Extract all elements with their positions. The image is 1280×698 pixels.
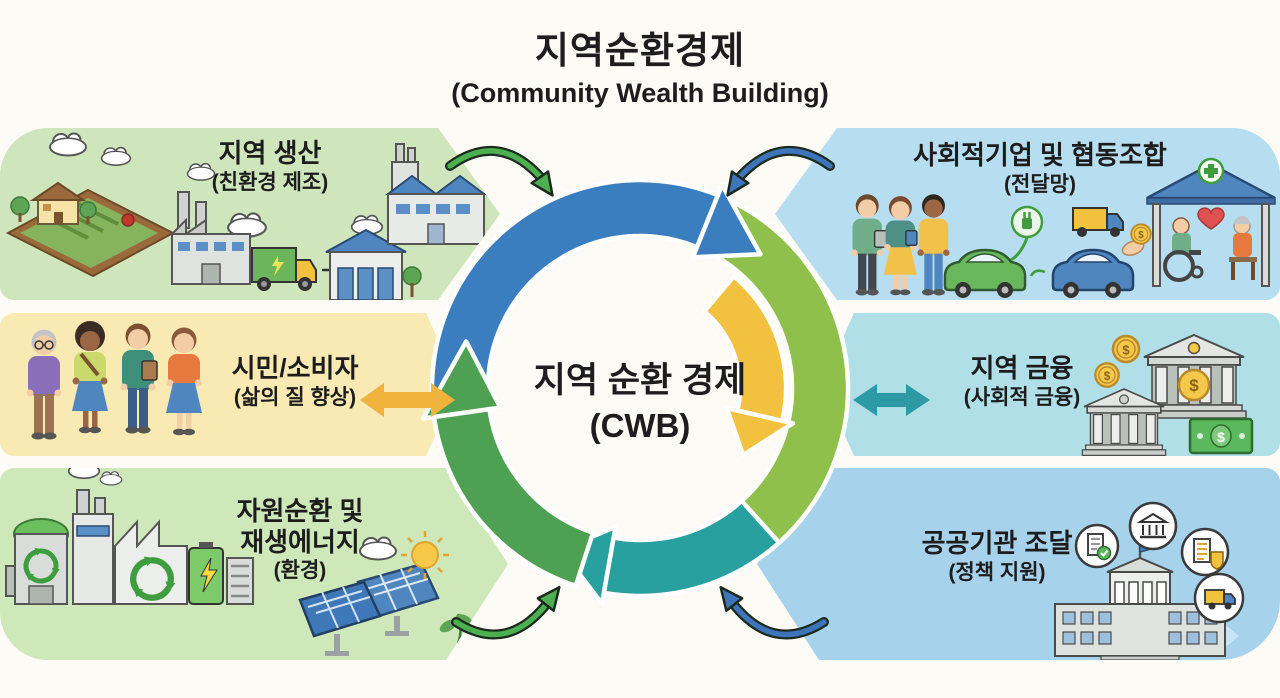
svg-text:$: $ (1189, 376, 1199, 395)
factory-icon (169, 162, 251, 285)
leaves-icon (439, 613, 473, 649)
local-finance-illustration: $ $ (1081, 334, 1254, 456)
local-production-label: 지역 생산 (218, 138, 322, 168)
resources-sublabel: (환경) (273, 559, 327, 583)
procurement-heading: 공공기관 조달 (정책 지원) (852, 528, 1142, 585)
panel-resource-circulation: 자원순환 및 재생에너지 (환경) (0, 468, 508, 660)
local-production-heading: 지역 생산 (친환경 제조) (120, 138, 420, 195)
resources-label-line2: 재생에너지 (240, 526, 360, 557)
care-station-icon (1146, 157, 1276, 287)
social-enterprise-illustration (851, 157, 1276, 298)
local-finance-label: 지역 금융 (970, 353, 1074, 383)
procurement-sublabel: (정책 지원) (948, 560, 1046, 584)
resources-heading: 자원순환 및 재생에너지 (환경) (170, 496, 430, 584)
cloud-icon (49, 132, 87, 157)
institution-bubble-icon (1128, 501, 1178, 551)
banknote-icon: $ (1188, 417, 1254, 455)
panel-local-finance: $ $ 지역 금융 (사회적 금융) (822, 313, 1280, 456)
person-woman-icon (72, 321, 108, 434)
coop-members-icon (851, 194, 950, 296)
panel-citizens-consumers: 시민/소비자 (삶의 질 향상) (0, 313, 458, 456)
svg-text:$: $ (1217, 429, 1225, 445)
bank-large-icon: $ (1141, 334, 1247, 419)
center-cycle-label: 지역 순환 경제 (CWB) (515, 352, 765, 445)
diagram-title: 지역순환경제 (Community Wealth Building) (0, 20, 1280, 109)
farm-icon (5, 181, 176, 278)
procurement-label: 공공기관 조달 (921, 528, 1073, 558)
center-subtitle: (CWB) (589, 407, 691, 444)
recycling-plant-icon (5, 468, 254, 605)
social-enterprise-label: 사회적기업 및 협동조합 (913, 140, 1167, 170)
panel-local-production: 지역 생산 (친환경 제조) (0, 128, 500, 300)
local-finance-heading: 지역 금융 (사회적 금융) (892, 353, 1152, 410)
solar-panels-icon (298, 562, 440, 656)
warehouse-icon (325, 228, 422, 300)
document-check-bubble-icon (1074, 523, 1120, 569)
citizens-heading: 시민/소비자 (삶의 질 향상) (165, 353, 425, 410)
truck-bubble-icon (1193, 572, 1245, 624)
social-enterprise-heading: 사회적기업 및 협동조합 (전달망) (830, 140, 1250, 197)
center-title: 지역 순환 경제 (533, 361, 747, 400)
blue-car-icon (1029, 248, 1135, 298)
elderly-person-icon (1229, 216, 1257, 280)
government-building-icon (1054, 539, 1226, 660)
local-finance-sublabel: (사회적 금융) (963, 385, 1081, 409)
heart-icon (1197, 207, 1225, 230)
title-english: (Community Wealth Building) (451, 78, 829, 108)
panel-social-enterprise: 사회적기업 및 협동조합 (전달망) (775, 128, 1280, 300)
citizens-illustration (26, 321, 202, 440)
citizens-label: 시민/소비자 (231, 353, 359, 383)
title-korean: 지역순환경제 (534, 30, 746, 71)
local-production-sublabel: (친환경 제조) (211, 170, 329, 194)
hand-coin-icon (1121, 223, 1152, 256)
panel-public-procurement: 공공기관 조달 (정책 지원) (757, 468, 1280, 660)
procurement-illustration (1054, 501, 1245, 660)
ev-plug-icon (1010, 205, 1044, 262)
person-senior-icon (26, 329, 62, 440)
document-shield-bubble-icon (1180, 527, 1230, 577)
person-man-icon (120, 323, 158, 434)
delivery-truck-icon (251, 247, 336, 291)
wheelchair-person-icon (1163, 217, 1204, 282)
resources-illustration (5, 468, 473, 656)
green-ev-car-icon (943, 248, 1027, 298)
resources-label-line1: 자원순환 및 (236, 496, 364, 526)
yellow-truck-icon (1072, 207, 1124, 237)
farmhouse-icon (29, 181, 87, 225)
citizens-sublabel: (삶의 질 향상) (233, 385, 357, 409)
social-enterprise-sublabel: (전달망) (1004, 172, 1076, 196)
